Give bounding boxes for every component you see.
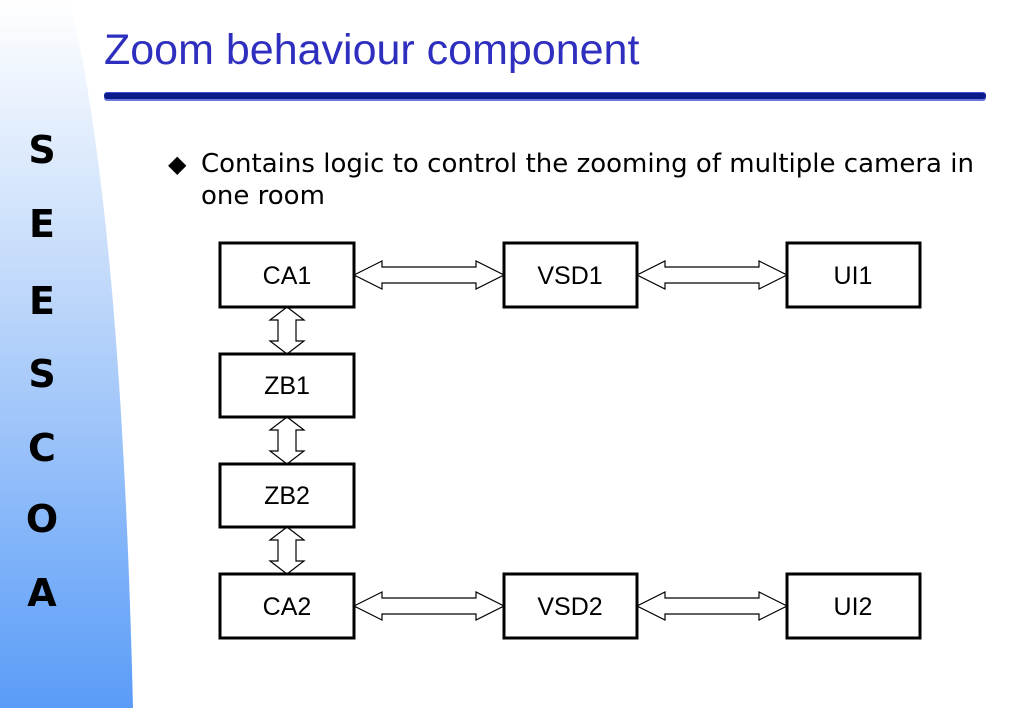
arrow-vsd1-ui1 — [635, 260, 789, 290]
sidebar-letter-s2: S — [28, 352, 56, 396]
sidebar-letter-o: O — [25, 497, 59, 541]
arrow-ca1-vsd1 — [352, 260, 506, 290]
node-ui2-label: UI2 — [834, 593, 873, 621]
bullet-item: ◆ Contains logic to control the zooming … — [168, 148, 974, 212]
sidebar-letter-e1: E — [29, 202, 55, 246]
node-ui1: UI1 — [785, 241, 922, 309]
node-zb2-label: ZB2 — [264, 482, 310, 510]
node-zb2: ZB2 — [218, 462, 356, 529]
sidebar-letter-s1: S — [28, 128, 56, 172]
node-ca2: CA2 — [218, 572, 356, 640]
node-vsd1-label: VSD1 — [537, 262, 602, 290]
side-panel-background — [0, 0, 133, 708]
diamond-bullet-icon: ◆ — [168, 150, 187, 178]
node-ca2-label: CA2 — [263, 593, 312, 621]
bullet-text: Contains logic to control the zooming of… — [201, 149, 974, 211]
sidebar-letter-e2: E — [29, 279, 55, 323]
node-ca1: CA1 — [218, 241, 356, 309]
title-underline — [104, 93, 986, 99]
node-vsd2: VSD2 — [502, 572, 639, 640]
page-title: Zoom behaviour component — [104, 26, 640, 74]
sidebar-letter-c: C — [28, 426, 56, 470]
node-ca1-label: CA1 — [263, 262, 312, 290]
arrow-zb2-ca2 — [268, 526, 306, 575]
arrow-ca2-vsd2 — [352, 591, 506, 621]
node-ui2: UI2 — [785, 572, 922, 640]
arrow-ca1-zb1 — [268, 306, 306, 355]
node-vsd1: VSD1 — [502, 241, 639, 309]
node-zb1-label: ZB1 — [264, 372, 310, 400]
arrow-zb1-zb2 — [268, 416, 306, 465]
node-vsd2-label: VSD2 — [537, 593, 602, 621]
node-ui1-label: UI1 — [834, 262, 873, 290]
node-zb1: ZB1 — [218, 352, 356, 419]
arrow-vsd2-ui2 — [635, 591, 789, 621]
sidebar-letter-a: A — [27, 571, 57, 615]
